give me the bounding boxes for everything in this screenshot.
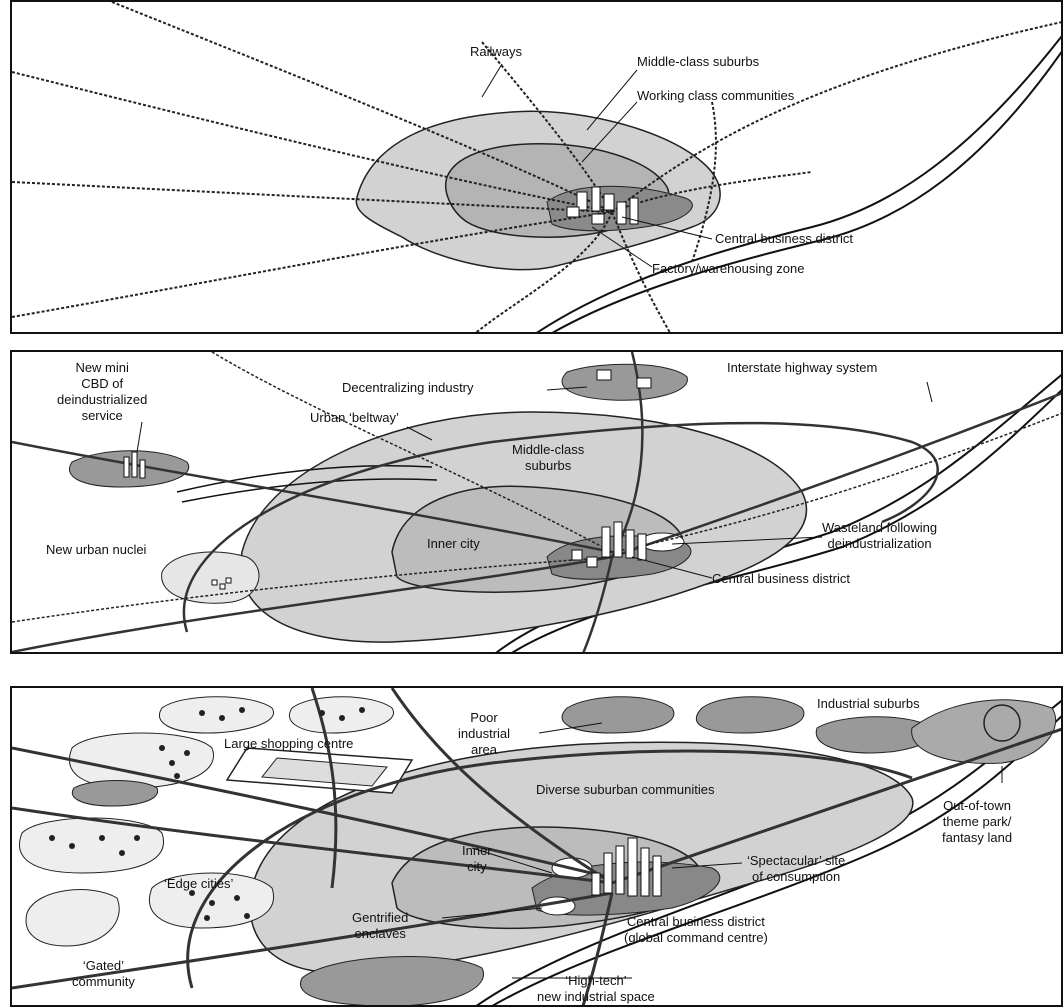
label-factory-warehousing-zone: Factory/warehousing zone bbox=[652, 261, 804, 277]
postmodern-city-map bbox=[12, 688, 1063, 1007]
label-interstate-highway: Interstate highway system bbox=[727, 360, 877, 376]
label-inner-city: Inner city bbox=[427, 536, 480, 552]
label-mini-cbd: New mini CBD of deindustrialized service bbox=[57, 360, 147, 424]
label-gated-community: ‘Gated’ community bbox=[72, 958, 135, 990]
label-central-business-district: Central business district bbox=[715, 231, 853, 247]
label-wasteland: Wasteland following deindustrialization bbox=[822, 520, 937, 552]
label-theme-park: Out-of-town theme park/ fantasy land bbox=[942, 798, 1012, 846]
panel-postmodern-city: Poor industrial area Industrial suburbs … bbox=[10, 686, 1063, 1007]
label-inner-city: Inner city bbox=[462, 843, 492, 875]
fordist-city-map bbox=[12, 352, 1063, 654]
label-urban-beltway: Urban ‘beltway’ bbox=[310, 410, 399, 426]
panel-industrial-city: Railways Middle-class suburbs Working cl… bbox=[10, 0, 1063, 334]
label-central-business-district: Central business district bbox=[712, 571, 850, 587]
label-industrial-suburbs: Industrial suburbs bbox=[817, 696, 920, 712]
label-high-tech-industrial-space: ‘High-tech’ new industrial space bbox=[537, 973, 655, 1005]
decentralized-industry-zone bbox=[562, 364, 687, 400]
label-spectacular-site: ‘Spectacular’ site of consumption bbox=[747, 853, 845, 885]
label-central-business-district: Central business district (global comman… bbox=[624, 914, 768, 946]
theme-park bbox=[912, 700, 1056, 764]
industrial-city-map bbox=[12, 2, 1063, 334]
label-edge-cities: ‘Edge cities’ bbox=[164, 876, 233, 892]
label-middle-class-suburbs: Middle-class suburbs bbox=[637, 54, 759, 70]
wasteland-zone bbox=[640, 533, 684, 551]
panel-fordist-city: New mini CBD of deindustrialized service… bbox=[10, 350, 1063, 654]
label-gentrified-enclaves: Gentrified enclaves bbox=[352, 910, 408, 942]
label-railways: Railways bbox=[470, 44, 522, 60]
label-poor-industrial-area: Poor industrial area bbox=[458, 710, 510, 758]
label-large-shopping-centre: Large shopping centre bbox=[224, 736, 353, 752]
label-new-urban-nuclei: New urban nuclei bbox=[46, 542, 146, 558]
label-diverse-suburban-communities: Diverse suburban communities bbox=[536, 782, 714, 798]
label-decentralizing-industry: Decentralizing industry bbox=[342, 380, 474, 396]
label-working-class-communities: Working class communities bbox=[637, 88, 794, 104]
label-middle-class-suburbs: Middle-class suburbs bbox=[512, 442, 584, 474]
